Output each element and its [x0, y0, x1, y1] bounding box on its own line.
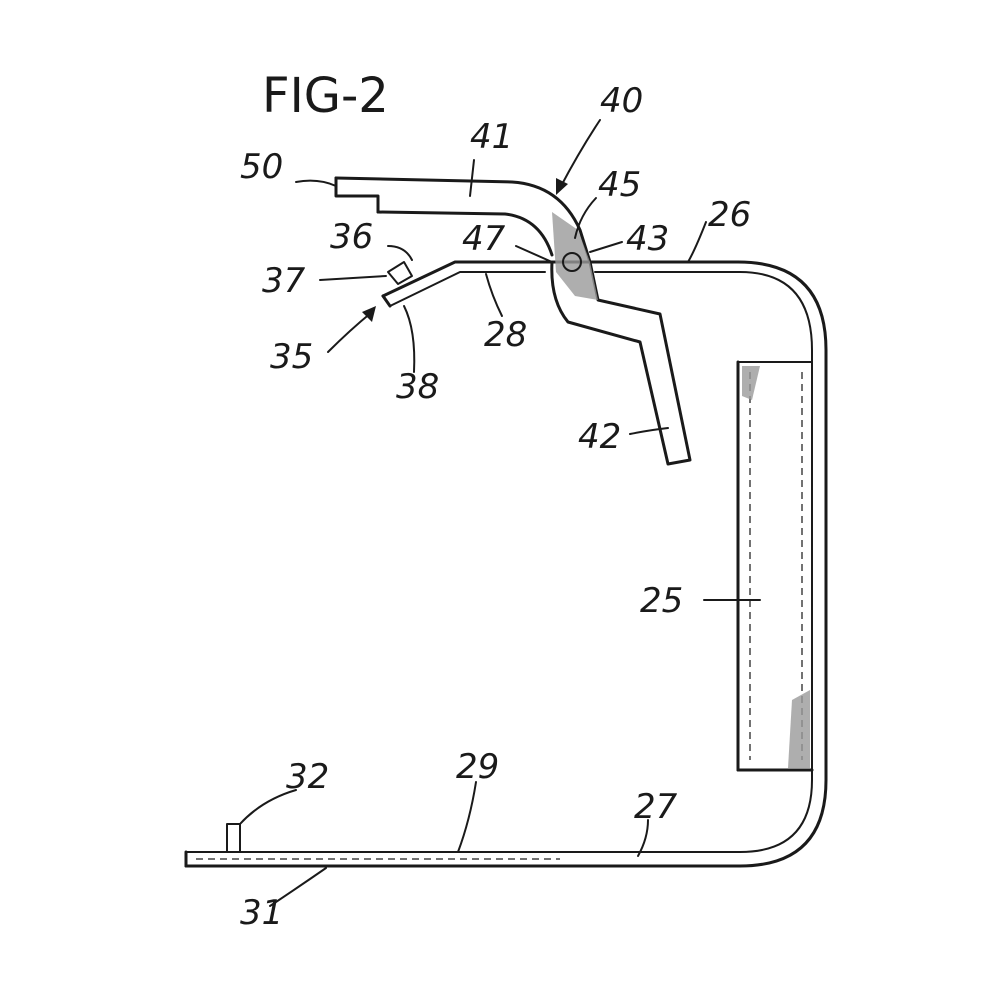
ref-40: 40 [600, 81, 643, 121]
clip-arm-28 [381, 260, 587, 308]
arm-28-tip [381, 294, 392, 308]
ref-26: 26 [708, 195, 751, 235]
leader-26 [687, 221, 707, 263]
leader-38 [403, 305, 416, 373]
arm-28-top [381, 260, 587, 298]
bracket-top-plate-inner [594, 271, 813, 363]
arrow-40 [556, 178, 568, 195]
ref-37: 37 [262, 261, 306, 301]
reference-numerals: 40 41 50 45 26 36 47 43 37 28 35 38 42 2… [240, 81, 751, 933]
ref-36: 36 [330, 217, 373, 257]
lever-shading-45 [552, 212, 598, 300]
pivot-43 [562, 252, 582, 272]
ref-31: 31 [240, 893, 283, 933]
leader-29 [457, 781, 477, 853]
leader-37 [319, 275, 387, 281]
ref-50: 50 [240, 147, 283, 187]
ref-38: 38 [396, 367, 439, 407]
leader-36 [387, 245, 413, 261]
leader-32 [239, 789, 297, 825]
lever-arm-41-bottom [376, 210, 554, 257]
tab-32 [226, 823, 241, 853]
bracket-top-plate [184, 260, 828, 868]
ref-41: 41 [470, 117, 513, 157]
arrow-35 [362, 306, 376, 322]
ref-35: 35 [270, 337, 313, 377]
leader-43 [589, 241, 623, 253]
ref-27: 27 [634, 787, 678, 827]
ref-43: 43 [626, 219, 669, 259]
lever-leg-42-outer [550, 260, 692, 466]
leader-41 [469, 159, 475, 197]
ref-32: 32 [286, 757, 329, 797]
bracket-bottom-plate-inner [185, 769, 813, 853]
pad-25 [736, 360, 814, 772]
arm-28-bottom [389, 271, 546, 307]
ref-29: 29 [456, 747, 499, 787]
element-37 [387, 261, 413, 285]
leader-47 [515, 245, 553, 263]
ref-47: 47 [462, 219, 506, 259]
leader-50 [295, 179, 337, 187]
ref-45: 45 [598, 165, 641, 205]
leader-45 [574, 197, 597, 239]
pad-shading-top [742, 366, 760, 400]
ref-25: 25 [640, 581, 683, 621]
figure-title: FIG-2 [262, 68, 389, 124]
bracket-body [184, 260, 828, 868]
ref-42: 42 [578, 417, 621, 457]
leader-42 [629, 427, 669, 435]
leader-27 [637, 819, 649, 857]
leader-31 [269, 867, 327, 907]
pad-shading-bottom [788, 690, 810, 768]
leader-40 [559, 119, 601, 189]
leader-28 [485, 273, 503, 317]
ref-28: 28 [484, 315, 527, 355]
leader-35 [327, 311, 373, 353]
lever-end-50 [334, 176, 380, 214]
leader-lines [239, 119, 761, 907]
